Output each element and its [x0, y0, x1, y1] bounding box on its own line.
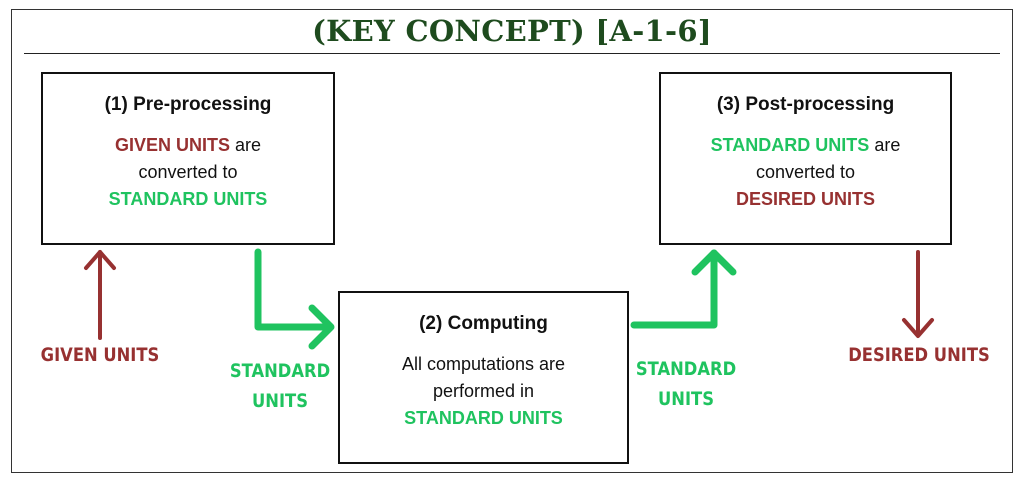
standard-units-out-arrow — [630, 249, 737, 329]
standard-units-out-label-line-1: STANDARD — [635, 358, 737, 380]
post-processing-line-1-rest: are — [869, 135, 901, 155]
desired-units-arrow — [902, 250, 934, 338]
pre-processing-text: GIVEN UNITS are converted to STANDARD UN… — [43, 132, 333, 213]
pre-processing-heading: (1) Pre-processing — [104, 94, 272, 115]
diagram-frame — [11, 9, 1013, 473]
pre-processing-line-1-rest: are — [229, 135, 262, 155]
computing-line-2: performed in — [432, 381, 535, 401]
pre-processing-line-3: STANDARD UNITS — [108, 189, 268, 209]
standard-units-in-label-line-2: UNITS — [252, 390, 308, 412]
standard-units-in-arrow — [254, 248, 335, 350]
post-processing-line-2: converted to — [755, 162, 856, 182]
computing-text: All computations are performed in STANDA… — [340, 351, 627, 432]
standard-units-in-label: STANDARD UNITS — [216, 356, 345, 416]
post-processing-box: (3) Post-processing STANDARD UNITS are c… — [659, 72, 952, 245]
pre-processing-line-2: converted to — [138, 162, 238, 182]
given-units-arrow — [84, 250, 116, 340]
standard-units-in-label-line-1: STANDARD — [229, 360, 331, 382]
post-processing-heading: (3) Post-processing — [716, 94, 895, 115]
post-processing-line-3: DESIRED UNITS — [735, 189, 876, 209]
computing-line-1: All computations are — [401, 354, 566, 374]
pre-processing-box: (1) Pre-processing GIVEN UNITS are conve… — [41, 72, 335, 245]
post-processing-line-1: STANDARD UNITS are — [661, 132, 950, 159]
title-divider — [24, 53, 1000, 54]
computing-heading: (2) Computing — [419, 313, 548, 334]
computing-line-3: STANDARD UNITS — [404, 408, 563, 428]
given-units-label: GIVEN UNITS — [40, 344, 160, 366]
standard-units-out-label-line-2: UNITS — [658, 388, 714, 410]
diagram-title: (KEY CONCEPT) [A-1-6] — [312, 14, 712, 48]
post-processing-text: STANDARD UNITS are converted to DESIRED … — [661, 132, 950, 213]
standard-units-out-label: STANDARD UNITS — [622, 354, 751, 414]
given-units-highlight: GIVEN UNITS — [114, 135, 230, 155]
desired-units-label: DESIRED UNITS — [848, 344, 990, 366]
standard-units-highlight: STANDARD UNITS — [710, 135, 870, 155]
pre-processing-line-1: GIVEN UNITS are — [43, 132, 333, 159]
computing-box: (2) Computing All computations are perfo… — [338, 291, 629, 464]
